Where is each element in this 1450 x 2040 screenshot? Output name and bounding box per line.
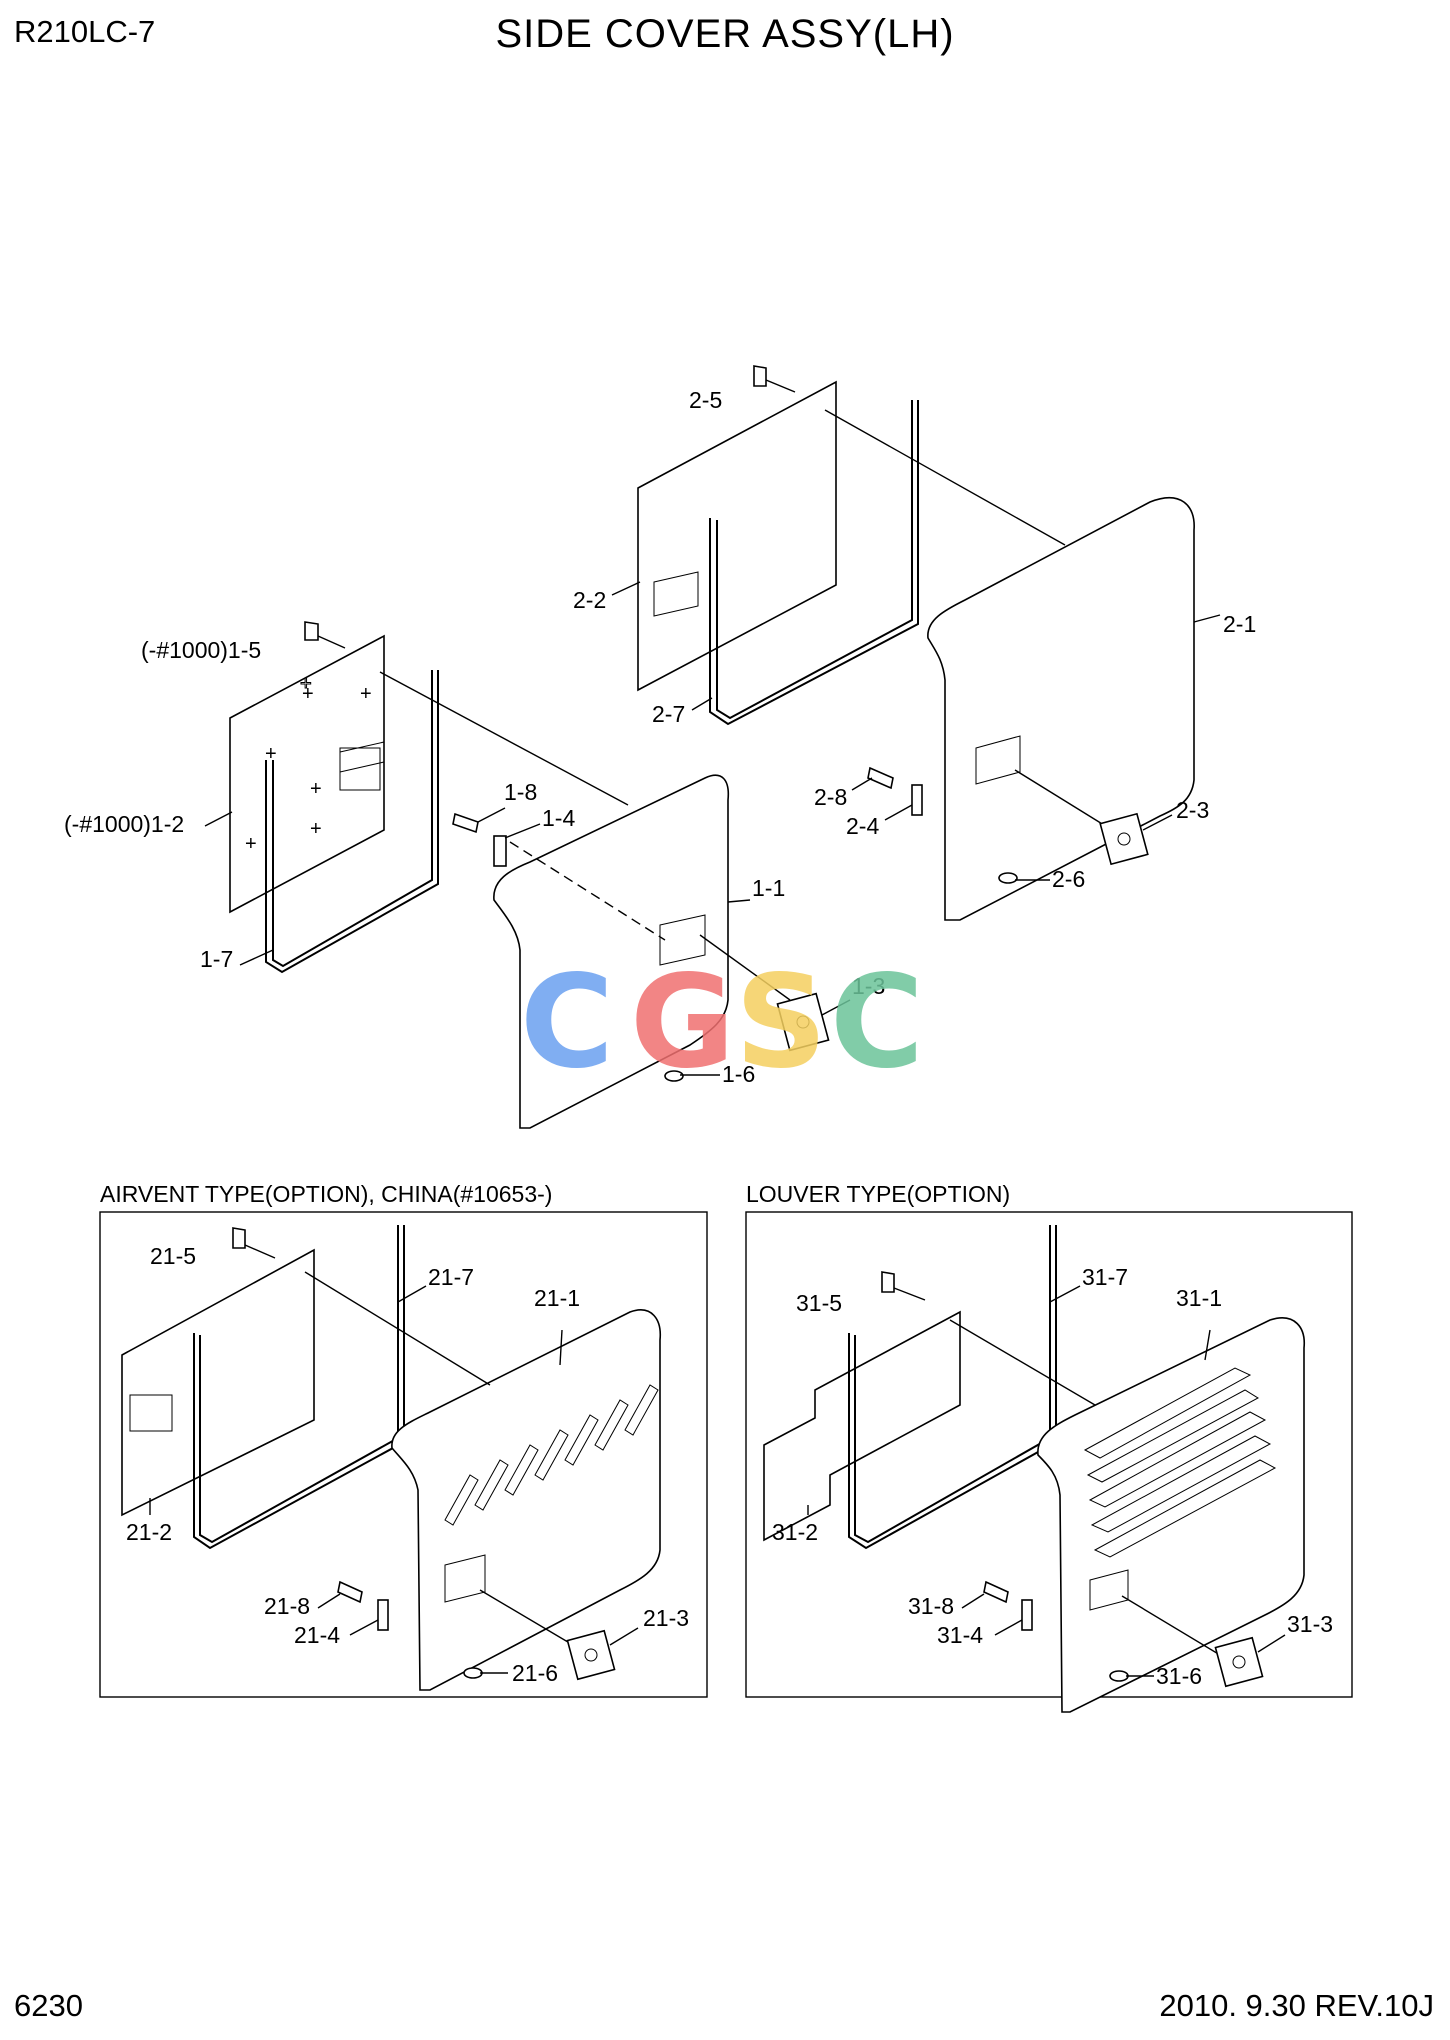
part-1-5-rivet[interactable] <box>304 621 319 641</box>
part-21-7-seal[interactable] <box>193 1225 405 1550</box>
part-1-6-washer[interactable] <box>664 1070 684 1082</box>
part-2-5-rivet[interactable] <box>753 365 767 387</box>
label-2-4: 2-4 <box>846 813 879 839</box>
label-1-8: 1-8 <box>504 779 537 805</box>
part-2-1-side-cover[interactable] <box>927 497 1195 921</box>
label-21-1: 21-1 <box>534 1285 580 1311</box>
label-21-3: 21-3 <box>643 1605 689 1631</box>
watermark-letter-c2: C <box>830 948 924 1097</box>
part-1-4-bracket[interactable] <box>493 835 507 867</box>
label-2-3: 2-3 <box>1176 797 1209 823</box>
label-31-7: 31-7 <box>1082 1264 1128 1290</box>
svg-text:+: + <box>310 818 322 840</box>
svg-text:+: + <box>360 683 372 705</box>
part-21-5-rivet[interactable] <box>232 1227 246 1249</box>
louver-assembly: 31-5 31-7 31-1 31-2 31-8 31-4 31-3 31-6 <box>763 1225 1333 1713</box>
label-31-5: 31-5 <box>796 1290 842 1316</box>
svg-text:+: + <box>302 683 314 705</box>
page-number: 6230 <box>14 1988 83 2023</box>
label-21-4: 21-4 <box>294 1622 340 1648</box>
watermark-letter-c1: C <box>520 948 614 1097</box>
model-number: R210LC-7 <box>14 14 156 49</box>
label-1-4: 1-4 <box>542 805 575 831</box>
label-2-5: 2-5 <box>689 387 722 413</box>
part-21-2-inner-panel[interactable] <box>121 1248 315 1517</box>
part-2-2-inner-panel[interactable] <box>637 380 837 692</box>
page-title: SIDE COVER ASSY(LH) <box>495 12 955 56</box>
part-2-4-bracket[interactable] <box>911 784 923 816</box>
label-2-1: 2-1 <box>1223 611 1256 637</box>
label-1-3: 1-3 <box>852 973 885 999</box>
label-1-5: (-#1000)1-5 <box>141 637 261 663</box>
caption-louver: LOUVER TYPE(OPTION) <box>746 1181 1010 1207</box>
part-1-7-seal[interactable] <box>265 670 439 974</box>
part-2-8-bolt[interactable] <box>867 766 894 790</box>
watermark-letter-g: G <box>630 948 735 1097</box>
louver-option-frame <box>745 1211 1353 1698</box>
label-21-2: 21-2 <box>126 1519 172 1545</box>
part-2-3-latch[interactable] <box>1099 812 1149 866</box>
svg-text:+: + <box>300 673 312 695</box>
part-1-8-bolt[interactable] <box>452 812 479 834</box>
part-31-8-bolt[interactable] <box>983 1580 1009 1604</box>
part-31-2-inner-panel[interactable] <box>763 1310 961 1542</box>
part-21-4-bracket[interactable] <box>377 1599 389 1631</box>
label-21-5: 21-5 <box>150 1243 196 1269</box>
part-21-1-side-cover[interactable] <box>391 1309 661 1691</box>
label-21-7: 21-7 <box>428 1264 474 1290</box>
part-2-6-washer[interactable] <box>998 872 1018 884</box>
revision-date: 2010. 9.30 REV.10J <box>1159 1988 1434 2023</box>
label-31-2: 31-2 <box>772 1519 818 1545</box>
part-1-2-inner-panel[interactable] <box>229 634 385 914</box>
label-31-4: 31-4 <box>937 1622 983 1648</box>
part-1-1-side-cover[interactable] <box>493 774 730 1129</box>
label-2-2: 2-2 <box>573 587 606 613</box>
label-31-3: 31-3 <box>1287 1611 1333 1637</box>
label-1-2: (-#1000)1-2 <box>64 811 184 837</box>
part-21-8-bolt[interactable] <box>337 1580 363 1604</box>
part-21-6-washer[interactable] <box>463 1667 483 1679</box>
part-31-3-latch[interactable] <box>1214 1636 1264 1688</box>
part-31-1-side-cover[interactable] <box>1037 1317 1305 1713</box>
part-31-5-rivet[interactable] <box>881 1271 895 1293</box>
airvent-assembly: 21-5 21-7 21-1 21-2 21-8 21-4 21-3 21-6 <box>121 1225 689 1691</box>
label-1-1: 1-1 <box>752 875 785 901</box>
assembly-2: 2-5 2-2 2-7 2-1 2-3 2-6 2-8 2-4 <box>573 365 1256 921</box>
part-1-3-latch[interactable] <box>776 992 830 1052</box>
part-21-3-latch[interactable] <box>566 1629 616 1681</box>
label-31-6: 31-6 <box>1156 1663 1202 1689</box>
caption-airvent: AIRVENT TYPE(OPTION), CHINA(#10653-) <box>100 1181 552 1207</box>
watermark-letter-s: S <box>735 948 827 1097</box>
label-1-6: 1-6 <box>722 1061 755 1087</box>
label-1-7: 1-7 <box>200 946 233 972</box>
assembly-1: + + + + + + + (-#1000)1-5 (-#1000 <box>64 621 885 1129</box>
part-31-4-bracket[interactable] <box>1021 1599 1033 1631</box>
label-2-6: 2-6 <box>1052 866 1085 892</box>
label-31-1: 31-1 <box>1176 1285 1222 1311</box>
cgsc-watermark-logo: C G S C <box>520 948 924 1097</box>
label-2-8: 2-8 <box>814 784 847 810</box>
airvent-option-frame <box>99 1211 708 1698</box>
label-21-6: 21-6 <box>512 1660 558 1686</box>
part-2-7-seal[interactable] <box>709 400 919 726</box>
part-31-7-seal[interactable] <box>848 1225 1057 1550</box>
label-21-8: 21-8 <box>264 1593 310 1619</box>
svg-text:+: + <box>245 833 257 855</box>
label-31-8: 31-8 <box>908 1593 954 1619</box>
svg-text:+: + <box>265 743 277 765</box>
svg-text:+: + <box>310 778 322 800</box>
part-31-6-washer[interactable] <box>1109 1670 1129 1682</box>
label-2-7: 2-7 <box>652 701 685 727</box>
